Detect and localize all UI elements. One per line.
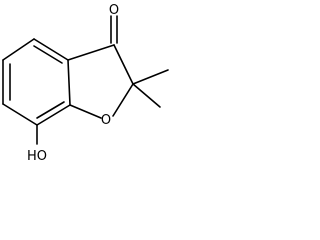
methyl-bond-lower [132, 83, 161, 108]
bond-c7a-c3a [67, 59, 71, 106]
bond-c2-o1 [112, 83, 134, 117]
bond-c6-c7 [2, 103, 38, 126]
bond-c3a-c4 [33, 38, 69, 61]
inner-bond-3 [36, 101, 65, 119]
methyl-bond-upper [132, 69, 169, 85]
bond-c3a-c3 [67, 44, 115, 61]
gem-dimethyl [132, 69, 169, 108]
benzene-ring [2, 38, 71, 126]
bond-o1-c7a [69, 104, 102, 119]
ring-oxygen-label: O [101, 113, 111, 128]
hydroxyl-label: HO [27, 149, 47, 164]
bond-c3-c2 [113, 44, 134, 85]
carbonyl [110, 15, 118, 44]
ketone-oxygen-label: O [109, 3, 119, 18]
furanone-ring [67, 44, 134, 119]
inner-bond-1 [33, 45, 63, 64]
bond-c7-c7a [36, 104, 71, 126]
bond-c4-c5-outer [2, 38, 35, 61]
structure-diagram: O O HO [2, 3, 169, 164]
